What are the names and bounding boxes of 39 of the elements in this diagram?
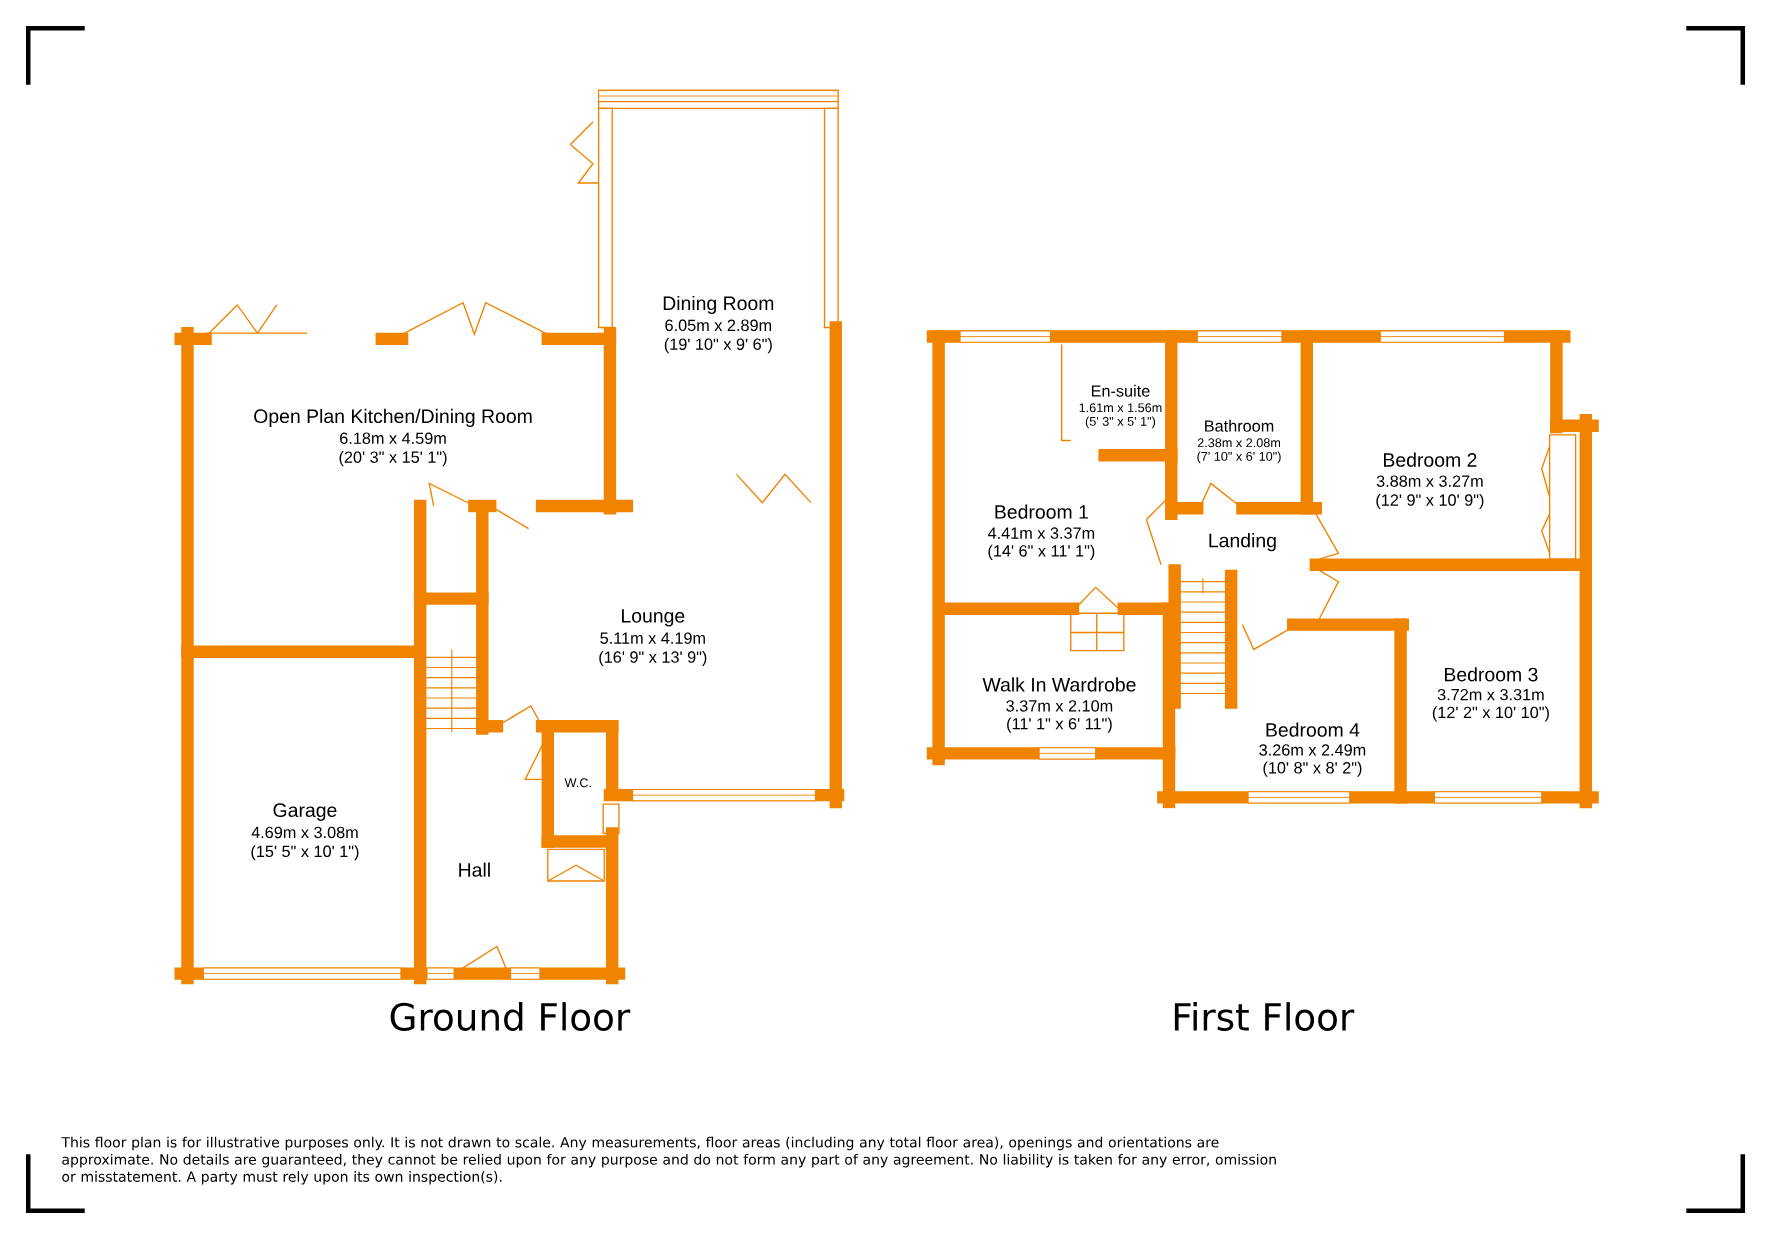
room-dimensions: (11' 1" x 6' 11") [1007, 717, 1112, 733]
room-name: Open Plan Kitchen/Dining Room [254, 408, 532, 427]
floor-title: Ground Floor [390, 1002, 631, 1031]
room-dimensions: (12' 9" x 10' 9") [1376, 493, 1484, 510]
room-dimensions: 2.38m x 2.08m [1197, 438, 1281, 448]
room-dimensions: 4.69m x 3.08m [251, 826, 358, 839]
room-name: Bedroom 1 [995, 504, 1088, 519]
room-name: Bedroom 2 [1384, 452, 1477, 467]
room-dimensions: 3.26m x 2.49m [1259, 744, 1366, 756]
room-dimensions: W.C. [564, 778, 591, 788]
room-dimensions: (12' 2" x 10' 10") [1432, 706, 1549, 722]
room-name: Bathroom [1205, 419, 1274, 432]
room-dimensions: (15' 5" x 10' 1") [251, 845, 359, 861]
room-name: Hall [459, 862, 490, 877]
room-name: Dining Room [663, 295, 774, 314]
room-name: Walk In Wardrobe [982, 677, 1136, 692]
room-name: Garage [273, 803, 337, 821]
room-name: Landing [1209, 533, 1276, 552]
room-name: Bedroom 3 [1445, 667, 1538, 682]
room-dimensions: (5' 3" x 5' 1") [1085, 416, 1156, 429]
room-dimensions: (10' 8" x 8' 2") [1263, 761, 1362, 777]
room-dimensions: (16' 9" x 13' 9") [599, 650, 707, 667]
room-dimensions: (7' 10" x 6' 10") [1197, 451, 1281, 464]
room-dimensions: 3.37m x 2.10m [1006, 700, 1113, 712]
room-dimensions: (20' 3" x 15' 1") [339, 451, 447, 467]
room-dimensions: 6.05m x 2.89m [665, 319, 772, 332]
room-dimensions: 5.11m x 4.19m [600, 632, 705, 644]
room-dimensions: 1.61m x 1.56m [1079, 403, 1162, 413]
room-dimensions: 4.41m x 3.37m [988, 527, 1095, 539]
room-name: Bedroom 4 [1266, 722, 1360, 737]
room-dimensions: 6.18m x 4.59m [340, 432, 446, 444]
room-dimensions: (14' 6" x 11' 1") [988, 544, 1095, 560]
room-dimensions: 3.88m x 3.27m [1376, 475, 1483, 487]
room-name: En-suite [1091, 384, 1150, 397]
room-dimensions: (19' 10" x 9' 6") [664, 338, 772, 354]
disclaimer-text: This floor plan is for illustrative purposes only. It is not drawn to scale. Any measurements, floor areas (including any total floor area), openings and orientations are approximate. No details are guaranteed, they cannot be relied upon for any purpose and do not form any part of any agreement. No liability is taken for any error, omission or misstatement. A party must rely upon its own inspection(s). [61, 1136, 1276, 1185]
room-name: Lounge [622, 609, 685, 627]
room-dimensions: 3.72m x 3.31m [1437, 688, 1544, 701]
floor-title: First Floor [1174, 1002, 1355, 1031]
